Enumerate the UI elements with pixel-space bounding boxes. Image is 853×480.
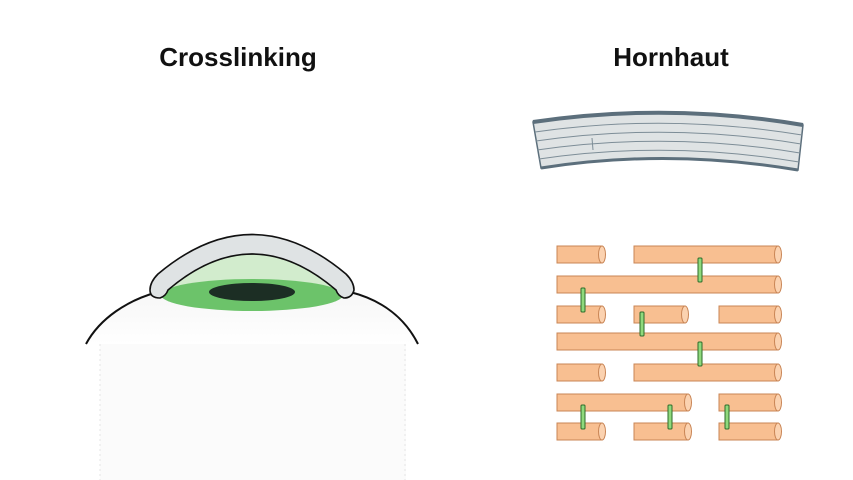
collagen-fiber bbox=[633, 422, 692, 441]
collagen-fiber bbox=[556, 422, 606, 441]
collagen-fiber bbox=[556, 305, 606, 324]
collagen-fiber bbox=[556, 275, 782, 294]
collagen-fiber bbox=[556, 393, 692, 412]
crosslink-bond bbox=[580, 404, 586, 430]
lamella-line bbox=[536, 140, 801, 154]
collagen-fiber bbox=[556, 245, 606, 264]
collagen-fiber bbox=[633, 245, 782, 264]
collagen-fiber bbox=[556, 332, 782, 351]
cornea-layers bbox=[532, 110, 804, 172]
crosslink-bond bbox=[639, 311, 645, 337]
crosslink-bond bbox=[580, 287, 586, 313]
eye-illustration bbox=[85, 233, 419, 480]
crosslinks bbox=[580, 257, 730, 430]
cornea bbox=[149, 233, 355, 299]
collagen-fiber bbox=[556, 363, 606, 382]
collagen-fiber bbox=[718, 393, 782, 412]
hornhaut-title: Hornhaut bbox=[613, 42, 729, 72]
lamella-line bbox=[538, 149, 800, 163]
crosslink-bond bbox=[667, 404, 673, 430]
lamella-line bbox=[535, 131, 802, 145]
crosslinking-title: Crosslinking bbox=[159, 42, 317, 72]
eye-lower-fade bbox=[100, 344, 406, 480]
crosslink-bond bbox=[697, 341, 703, 367]
collagen-fibers bbox=[556, 245, 782, 441]
eyeball bbox=[86, 290, 418, 344]
collagen-fiber bbox=[718, 305, 782, 324]
lamella-line bbox=[534, 122, 803, 136]
crosslink-bond bbox=[697, 257, 703, 283]
eyeball-outline bbox=[85, 291, 419, 345]
collagen-fiber bbox=[718, 422, 782, 441]
collagen-fiber bbox=[633, 363, 782, 382]
collagen-fiber bbox=[633, 305, 689, 324]
crosslink-bond bbox=[724, 404, 730, 430]
pupil bbox=[209, 283, 295, 301]
